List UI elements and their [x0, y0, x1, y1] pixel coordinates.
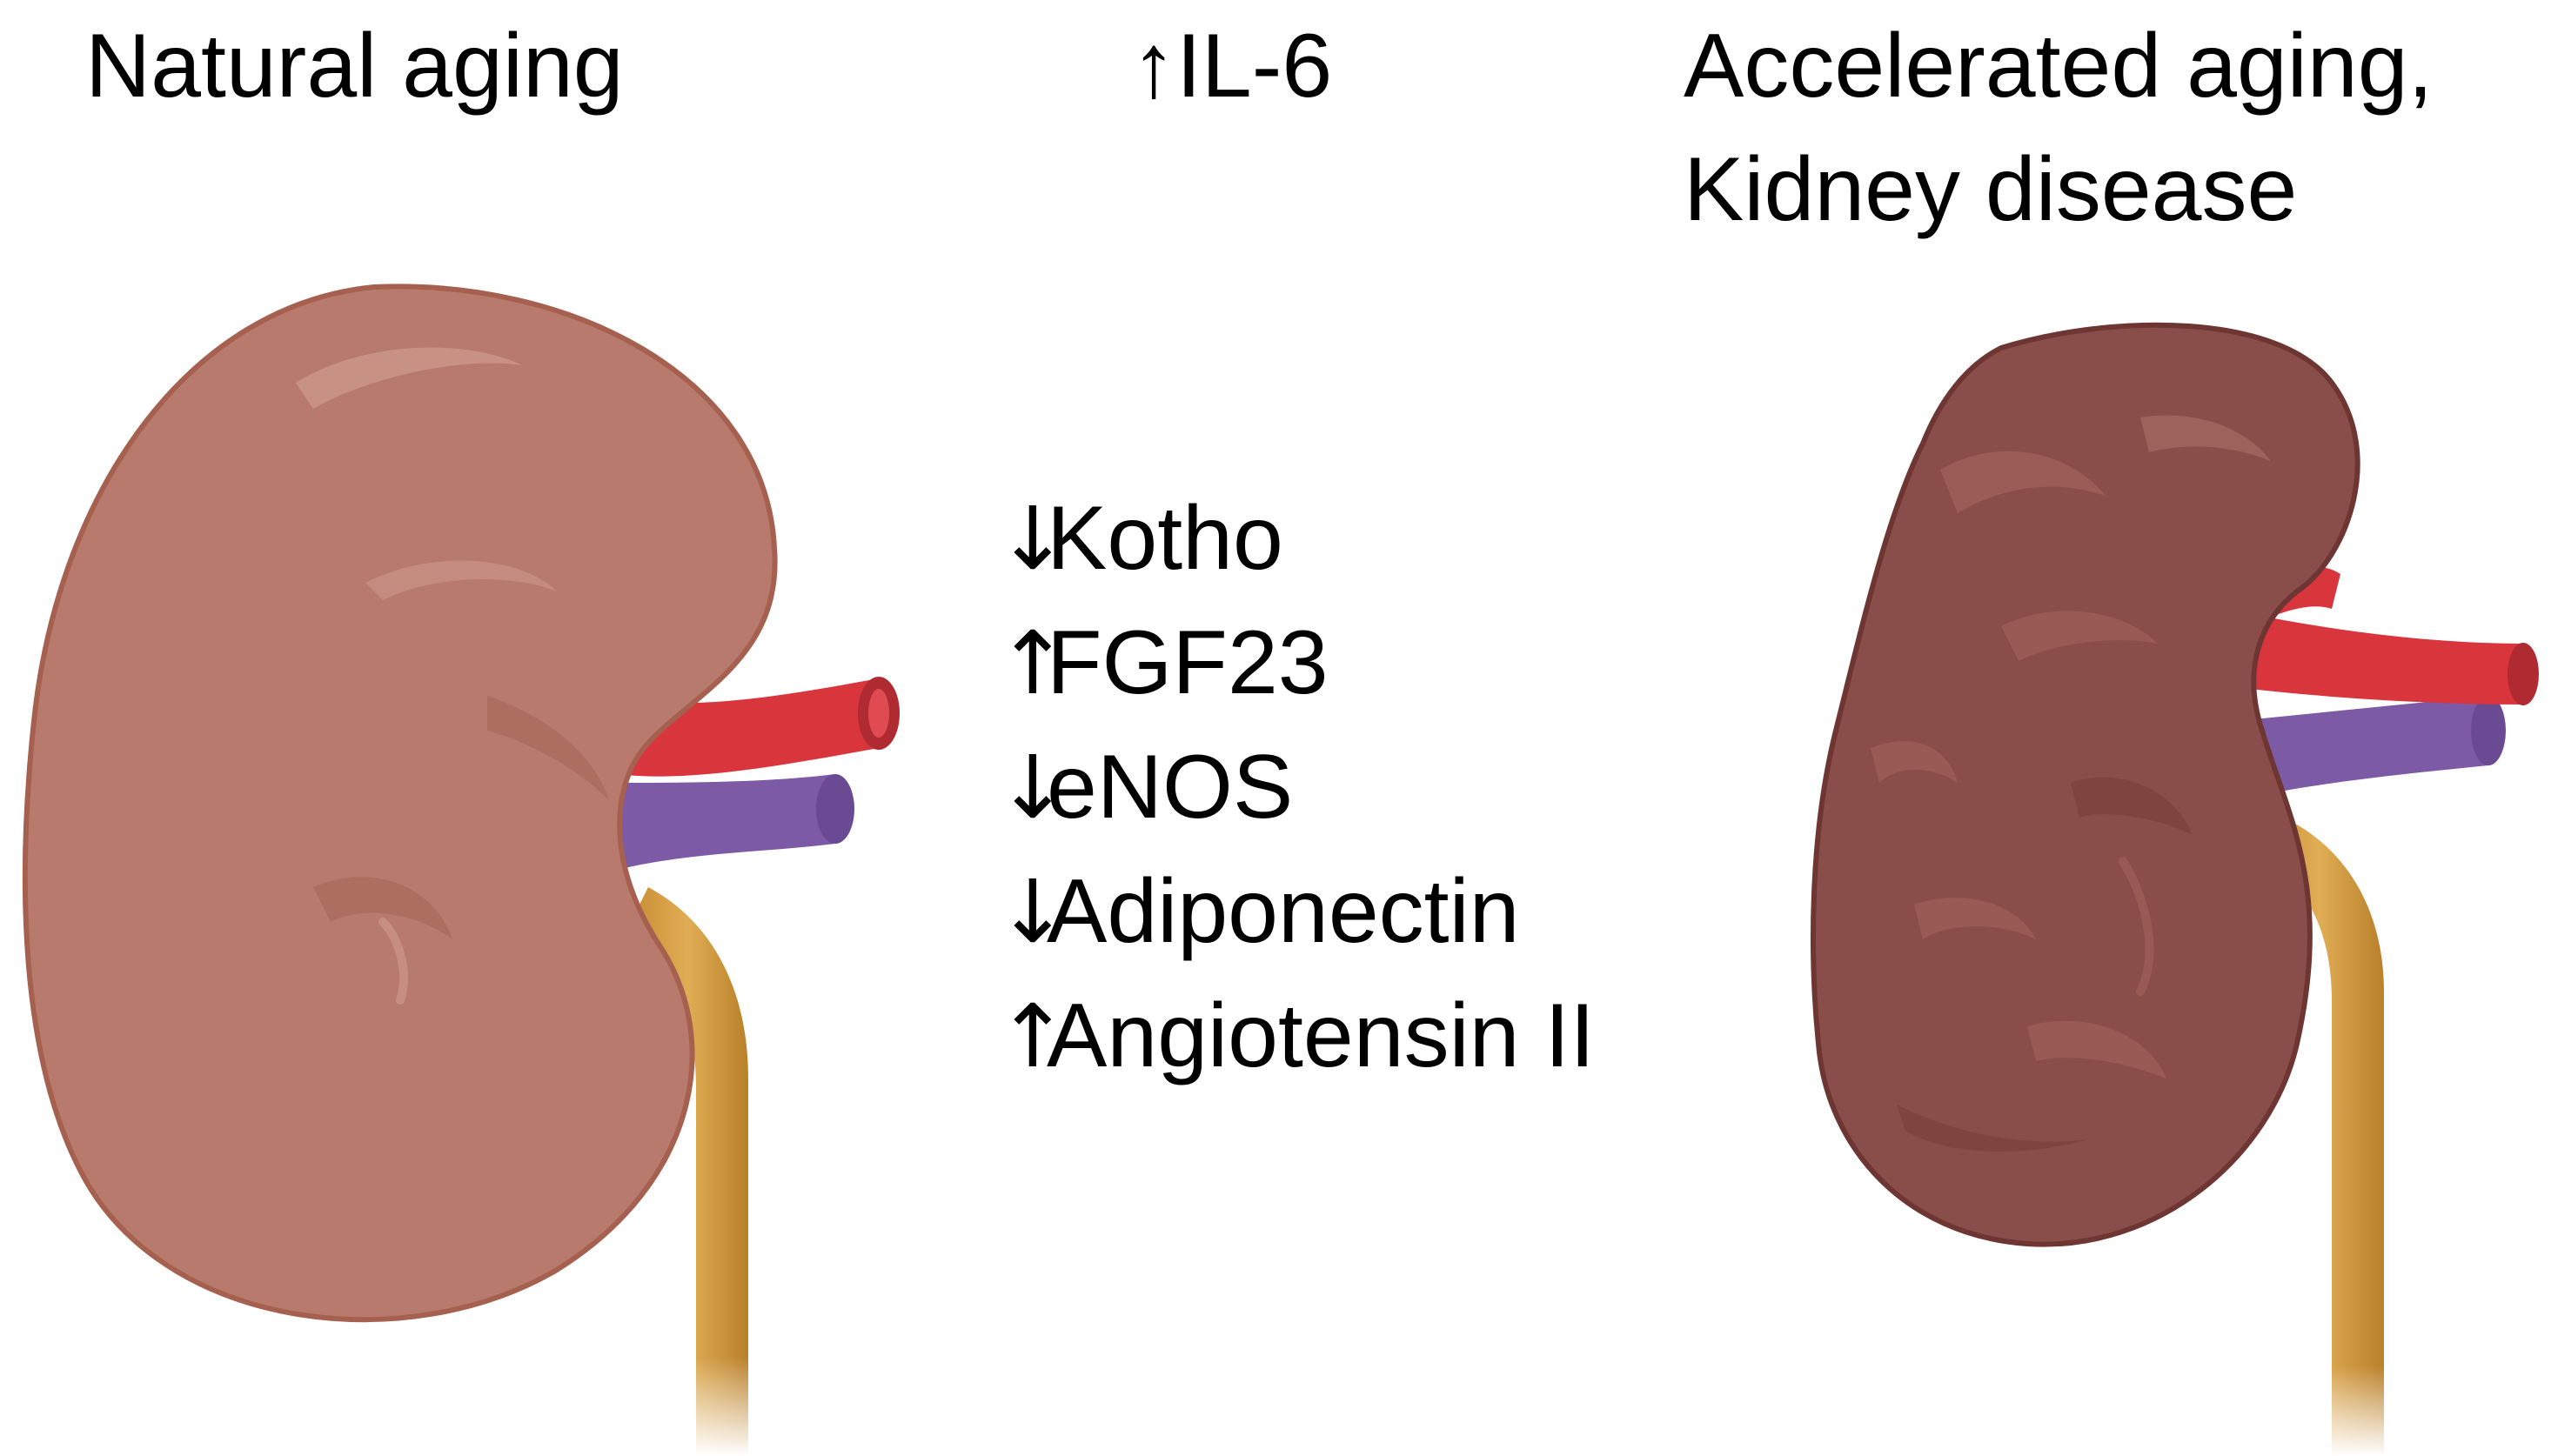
arrow-down-icon: ↓	[996, 737, 1069, 838]
healthy-artery	[609, 678, 879, 777]
healthy-vein	[609, 774, 835, 870]
biomarker-fgf23: ↑FGF23	[996, 601, 1595, 725]
natural-aging-label: Natural aging	[85, 16, 624, 117]
arrow-down-icon: ↓	[996, 488, 1069, 590]
biomarker-name: eNOS	[1047, 737, 1294, 838]
diseased-artery	[2227, 609, 2523, 705]
diseased-kidney-illustration	[1811, 322, 2539, 1456]
arrow-up-icon: ↑	[996, 612, 1069, 714]
kidney-disease-label: Kidney disease	[1684, 139, 2298, 240]
biomarker-adiponectin: ↓Adiponectin	[996, 850, 1595, 974]
il6-label: ↑IL-6	[1131, 16, 1333, 117]
biomarker-angiotensin-ii: ↑Angiotensin II	[996, 974, 1595, 1099]
biomarker-kotho: ↓Kotho	[996, 477, 1595, 601]
healthy-kidney-illustration	[22, 284, 900, 1456]
biomarker-list: ↓Kotho ↑FGF23 ↓eNOS ↓Adiponectin ↑Angiot…	[996, 477, 1595, 1099]
healthy-kidney-body	[22, 284, 778, 1323]
arrow-down-icon: ↓	[996, 861, 1069, 963]
arrow-up-icon: ↑	[996, 985, 1069, 1087]
diseased-vein	[2227, 696, 2488, 800]
biomarker-enos: ↓eNOS	[996, 725, 1595, 850]
biomarker-name: Angiotensin II	[1047, 985, 1596, 1086]
biomarker-name: FGF23	[1047, 612, 1329, 713]
biomarker-name: Adiponectin	[1047, 861, 1520, 962]
accelerated-aging-label: Accelerated aging,	[1684, 16, 2434, 117]
biomarker-name: Kotho	[1047, 488, 1283, 589]
healthy-ureter	[626, 887, 748, 1456]
diseased-ureter	[2253, 809, 2384, 1456]
